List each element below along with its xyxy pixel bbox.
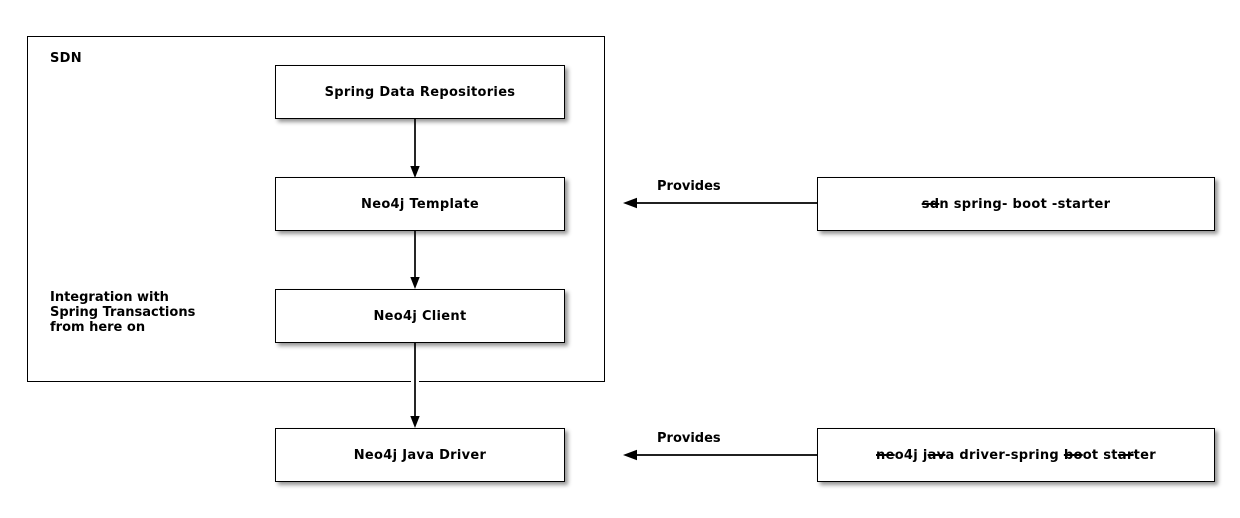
node-neo4j-java-driver-spring-boot-starter: neo4j java driver-spring boot starter (817, 428, 1215, 482)
provides-label-bottom: Provides (657, 431, 721, 446)
node-label: neo4j java driver-spring boot starter (876, 447, 1156, 463)
node-neo4j-java-driver: Neo4j Java Driver (275, 428, 565, 482)
node-sdn-spring-boot-starter: sdn spring- boot -starter (817, 177, 1215, 231)
arrow-driver-starter-provides-java-driver (623, 449, 817, 461)
arrow-repositories-to-template (410, 119, 420, 178)
node-neo4j-template: Neo4j Template (275, 177, 565, 231)
integration-note: Integration with Spring Transactions fro… (50, 290, 195, 335)
node-label: Spring Data Repositories (324, 84, 516, 100)
integration-note-line: Spring Transactions (50, 305, 196, 320)
arrow-sdn-starter-provides-template (623, 197, 817, 209)
arrow-client-to-java-driver (410, 343, 420, 428)
sdn-package-label: SDN (50, 51, 82, 66)
arrow-template-to-client (410, 231, 420, 289)
node-label: sdn spring- boot -starter (921, 196, 1111, 212)
node-label: Neo4j Template (361, 196, 479, 212)
integration-note-line: Integration with (50, 290, 169, 305)
integration-note-line: from here on (50, 320, 146, 335)
node-neo4j-client: Neo4j Client (275, 289, 565, 343)
sdn-package-frame: SDN (27, 36, 605, 382)
node-label: Neo4j Java Driver (353, 447, 487, 463)
node-label: Neo4j Client (373, 308, 467, 324)
provides-label-top: Provides (657, 179, 721, 194)
node-spring-data-repositories: Spring Data Repositories (275, 65, 565, 119)
